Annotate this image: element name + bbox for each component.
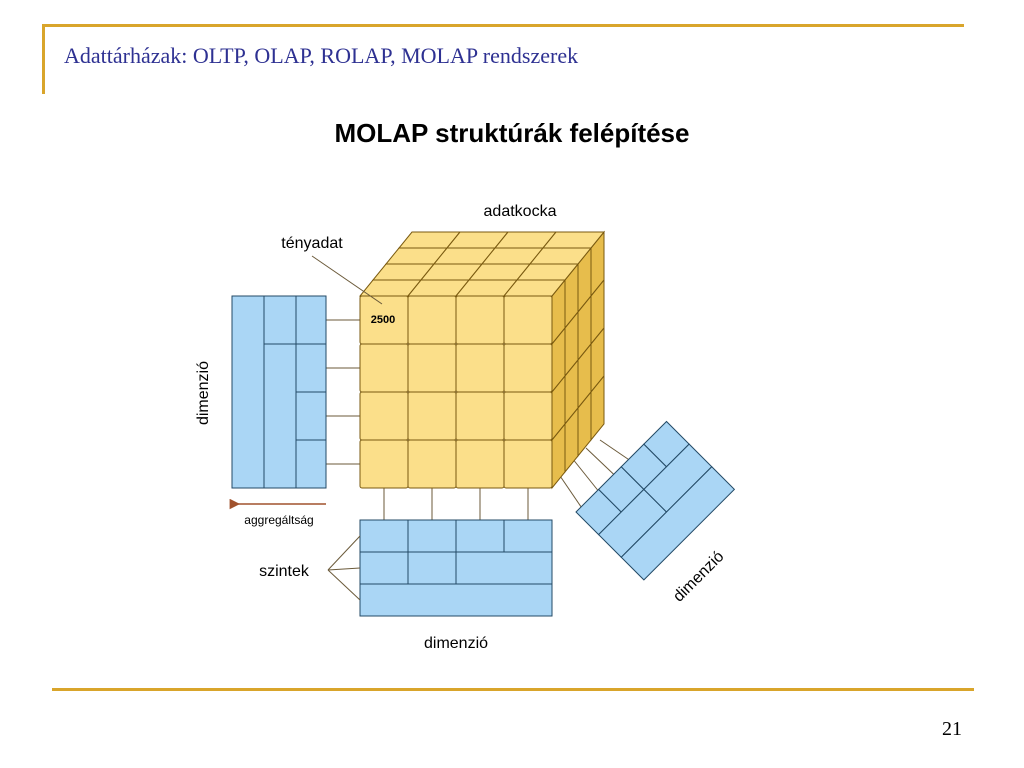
cube-front-cell: [503, 439, 553, 489]
levels-pointer-lines: [327, 535, 361, 601]
cube-front-cell: [503, 295, 553, 345]
dimension-right: [575, 420, 736, 581]
dimension-level-cell: [295, 439, 327, 489]
levels-pointer: [327, 535, 361, 571]
dimension-right-label: dimenzió: [670, 548, 727, 605]
data-cube: [358, 230, 606, 490]
slide-title: Adattárházak: OLTP, OLAP, ROLAP, MOLAP r…: [64, 43, 579, 68]
dimension-level-cell: [620, 466, 736, 581]
cube-front-cell: [359, 343, 409, 393]
dimension-left: [231, 295, 327, 489]
dimension-level-cell: [407, 519, 457, 553]
frame-left-rule: [42, 24, 45, 94]
dimension-level-cell: [503, 519, 553, 553]
dimension-level-cell: [295, 391, 327, 441]
cube-front-cell: [455, 295, 505, 345]
levels-label: szintek: [259, 563, 310, 580]
diagram-title: MOLAP struktúrák felépítése: [334, 118, 690, 148]
cube-front-cell: [455, 391, 505, 441]
dimension-level-cell: [231, 295, 265, 489]
dimension-level-cell: [407, 551, 457, 585]
dimension-level-cell: [295, 343, 327, 393]
dimension-level-cell: [455, 551, 553, 585]
cube-front-cell: [503, 343, 553, 393]
dimension-left-label: dimenzió: [195, 361, 212, 425]
cube-front-cell: [407, 439, 457, 489]
dimension-level-cell: [263, 295, 297, 345]
cube-label: adatkocka: [484, 203, 557, 220]
cube-front-cell: [359, 439, 409, 489]
frame-bottom-rule: [52, 688, 974, 691]
fact-label: tényadat: [281, 235, 343, 252]
dimension-level-cell: [359, 551, 409, 585]
cube-front-cell: [407, 391, 457, 441]
cube-front-cell: [455, 343, 505, 393]
cube-front-cell: [407, 343, 457, 393]
dimension-bottom-label: dimenzió: [424, 635, 488, 652]
fact-value: 2500: [371, 314, 395, 326]
dimension-level-cell: [359, 519, 409, 553]
cube-front-cell: [455, 439, 505, 489]
dimension-bottom: [359, 519, 553, 617]
fact-pointer-line: [311, 255, 383, 305]
cube-front-cell: [359, 391, 409, 441]
levels-pointer: [327, 567, 361, 571]
cube-front-cell: [503, 391, 553, 441]
frame-top-rule: [42, 24, 964, 27]
slide-number: 21: [942, 718, 962, 740]
dimension-level-cell: [263, 343, 297, 489]
aggregation-label: aggregáltság: [244, 513, 313, 527]
dimension-level-cell: [455, 519, 505, 553]
cube-front-cell: [407, 295, 457, 345]
levels-pointer: [327, 569, 361, 601]
dimension-level-cell: [359, 583, 553, 617]
dimension-level-cell: [295, 295, 327, 345]
